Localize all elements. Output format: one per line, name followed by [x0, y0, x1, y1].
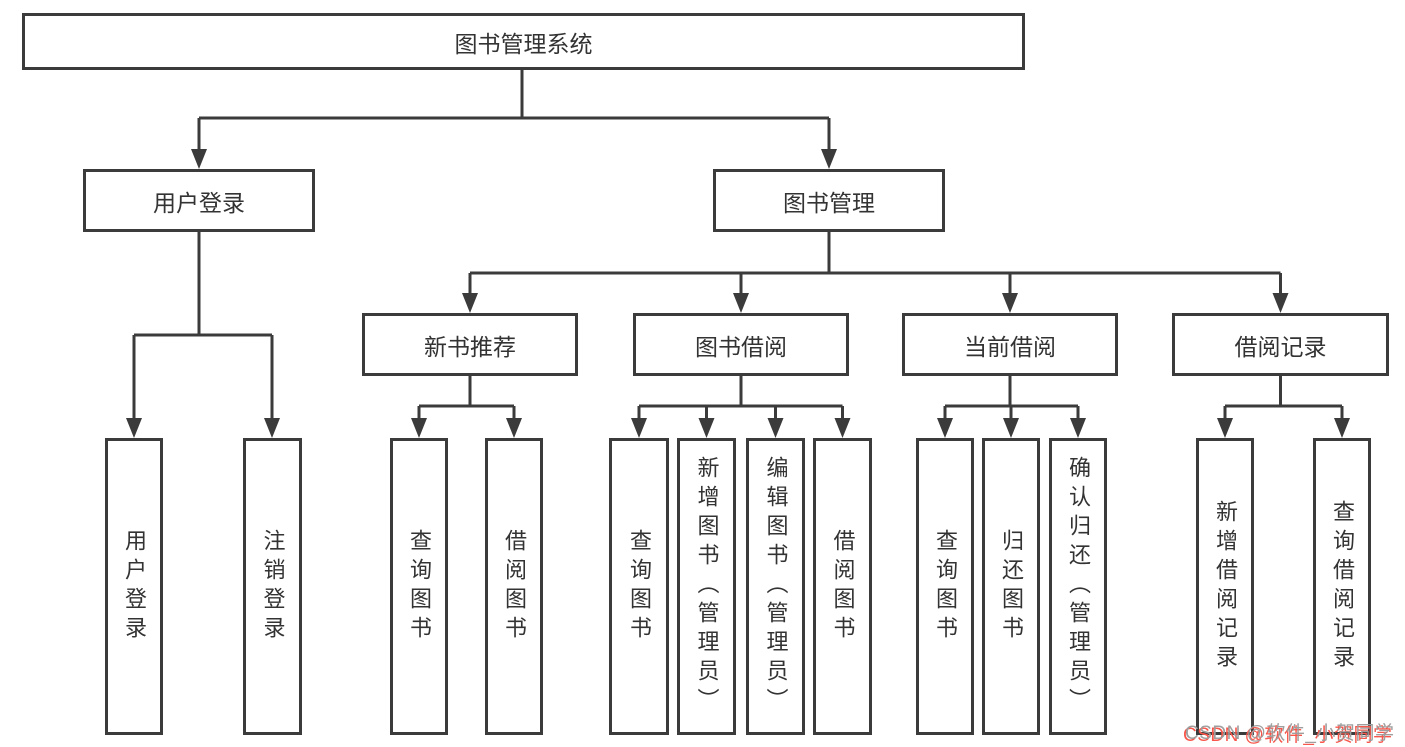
arrowhead — [411, 418, 427, 438]
leaf-logout: 注销登录 — [243, 438, 302, 735]
leaf-label: 查询借阅记录 — [1330, 499, 1355, 674]
leaf-borrow-query: 查询图书 — [609, 438, 669, 735]
node-user-login: 用户登录 — [83, 169, 315, 232]
leaf-current-return: 归还图书 — [982, 438, 1040, 735]
arrowhead — [1070, 418, 1086, 438]
leaf-records-add: 新增借阅记录 — [1196, 438, 1254, 735]
leaf-label: 新增借阅记录 — [1213, 499, 1238, 674]
leaf-user-login: 用户登录 — [105, 438, 163, 735]
arrowhead — [821, 149, 837, 169]
arrowhead — [733, 293, 749, 313]
leaf-label: 查询图书 — [407, 528, 432, 645]
arrowhead — [462, 293, 478, 313]
arrowhead — [631, 418, 647, 438]
arrowhead — [506, 418, 522, 438]
watermark: CSDN @软件_小贺同学 — [1185, 723, 1395, 744]
arrowhead — [698, 418, 715, 438]
leaf-borrow-borrow: 借阅图书 — [813, 438, 872, 735]
leaf-label: 编辑图书（管理员） — [763, 456, 789, 717]
arrowhead — [1334, 418, 1350, 438]
arrowhead — [1002, 293, 1018, 313]
arrowhead — [1217, 418, 1233, 438]
connector-currentborrow-split — [943, 376, 1080, 421]
node-current-borrow: 当前借阅 — [902, 313, 1118, 376]
leaf-label: 确认归还（管理员） — [1066, 456, 1091, 717]
node-new-book-recommend: 新书推荐 — [362, 313, 578, 376]
arrowhead — [1272, 293, 1289, 313]
node-book-management: 图书管理 — [713, 169, 945, 232]
arrowhead — [937, 418, 953, 438]
leaf-label: 归还图书 — [999, 528, 1024, 645]
arrowhead — [191, 149, 207, 169]
leaf-records-query: 查询借阅记录 — [1313, 438, 1371, 735]
leaf-label: 查询图书 — [933, 528, 958, 645]
leaf-newbook-borrow: 借阅图书 — [485, 438, 543, 735]
leaf-label: 查询图书 — [627, 528, 652, 645]
leaf-label: 借阅图书 — [502, 528, 527, 645]
leaf-label: 借阅图书 — [830, 528, 856, 645]
leaf-label: 用户登录 — [122, 528, 147, 645]
connector-management-to-level3 — [468, 232, 1282, 296]
arrowhead — [767, 418, 784, 438]
connector-newbook-split — [417, 376, 516, 421]
node-borrow-records: 借阅记录 — [1172, 313, 1389, 376]
connector-root-to-level2 — [197, 70, 831, 152]
arrowhead — [834, 418, 851, 438]
node-book-borrow: 图书借阅 — [633, 313, 849, 376]
leaf-label: 注销登录 — [260, 528, 286, 645]
leaf-current-confirm-admin: 确认归还（管理员） — [1049, 438, 1107, 735]
arrowheads — [126, 149, 1350, 438]
leaf-borrow-edit-admin: 编辑图书（管理员） — [746, 438, 805, 735]
connector-login-split — [132, 232, 274, 421]
leaf-current-query: 查询图书 — [916, 438, 974, 735]
arrowhead — [126, 418, 142, 438]
leaf-newbook-query: 查询图书 — [390, 438, 448, 735]
arrowhead — [1003, 418, 1019, 438]
node-root: 图书管理系统 — [22, 13, 1025, 70]
connector-bookborrow-split — [637, 376, 844, 421]
arrowhead — [264, 418, 280, 438]
connector-records-split — [1223, 376, 1344, 421]
leaf-label: 新增图书（管理员） — [694, 456, 720, 717]
leaf-borrow-add-admin: 新增图书（管理员） — [677, 438, 736, 735]
